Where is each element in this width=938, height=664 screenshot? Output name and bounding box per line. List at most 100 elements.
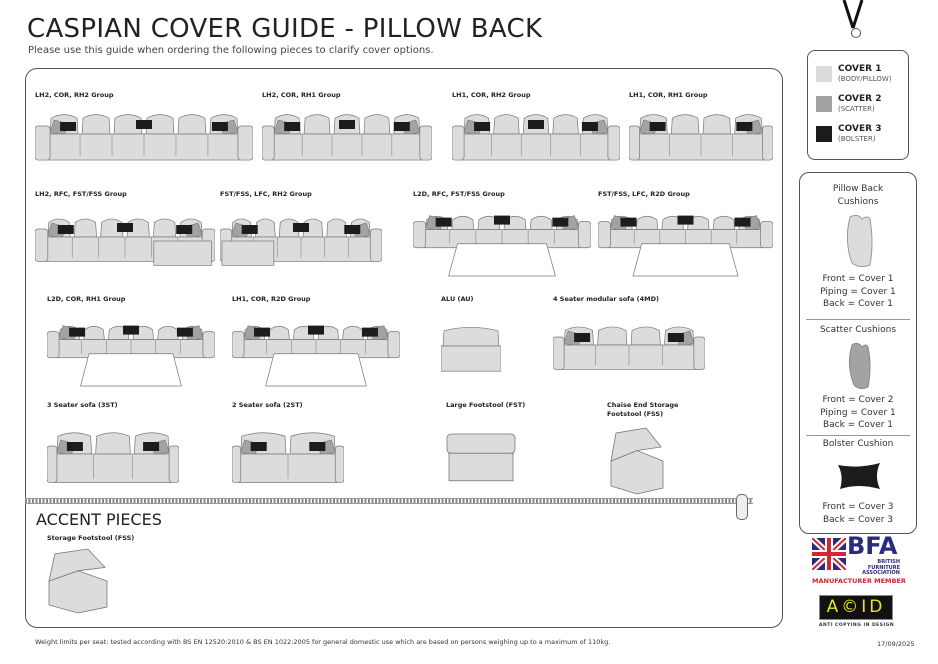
- sofa-illustration: [262, 114, 432, 161]
- sofa-illustration: [35, 114, 253, 161]
- bolster-cushion: [574, 333, 591, 342]
- piece-label: LH2, COR, RH1 Group: [262, 91, 341, 99]
- sofa-illustration: [452, 114, 620, 161]
- pillow-cushion-icon: [846, 214, 873, 268]
- cover-2-swatch: [816, 96, 832, 112]
- back-cushion: [177, 114, 207, 135]
- sofa-arm: [553, 336, 565, 370]
- tag-hole-icon: [851, 28, 861, 38]
- back-cushion: [451, 215, 475, 230]
- back-cushion: [493, 114, 520, 135]
- bolster-cushion: [308, 325, 324, 335]
- bolster-cushion: [211, 122, 228, 131]
- cover-2-legend: COVER 2(SCATTER): [816, 94, 881, 114]
- cushion-spec: Piping = Cover 1: [820, 407, 896, 418]
- cover-3-legend: COVER 3(BOLSTER): [816, 124, 881, 144]
- bfa-logo-subtext: BRITISH FURNITURE ASSOCIATION: [862, 559, 900, 576]
- sofa-arm: [232, 331, 245, 359]
- cover-sub: (BODY/PILLOW): [838, 75, 892, 83]
- union-flag-logo: [812, 538, 846, 570]
- cover-1-swatch: [816, 66, 832, 82]
- bolster-cushion: [293, 223, 309, 232]
- cushion-title: Bolster Cushion: [822, 439, 894, 449]
- divider: [806, 319, 910, 320]
- piece-label: LH2, COR, RH2 Group: [35, 91, 114, 99]
- back-cushion: [153, 218, 177, 238]
- sofa-arm: [607, 125, 620, 161]
- bfa-member-text: MANUFACTURER MEMBER: [812, 577, 906, 585]
- storage-footstool-illustration: [610, 427, 664, 495]
- bolster-cushion: [435, 217, 452, 227]
- bolster-cushion: [736, 122, 753, 131]
- sofa-seat: [271, 133, 423, 161]
- bfa-logo-text: BFA: [847, 532, 898, 560]
- acid-logo: A©ID: [819, 595, 893, 620]
- sofa-arm: [598, 221, 611, 249]
- back-cushion: [529, 215, 553, 230]
- weight-note: Weight limits per seat: tested according…: [35, 638, 611, 646]
- piece-label: FST/FSS, LFC, R2D Group: [598, 190, 690, 198]
- tag-string-icon: [842, 0, 864, 29]
- sofabed-illustration: [598, 215, 773, 277]
- sofa-arm: [334, 445, 344, 483]
- bolster-cushion: [57, 225, 74, 234]
- cover-1-legend: COVER 1(BODY/PILLOW): [816, 64, 892, 84]
- bed-mattress: [265, 353, 367, 387]
- sofa-arm: [168, 445, 179, 483]
- bolster-cushion: [241, 225, 258, 234]
- cushion-spec: Front = Cover 2: [822, 395, 894, 405]
- piece-label: LH1, COR, R2D Group: [232, 295, 311, 303]
- footstool-base: [448, 452, 514, 482]
- bolster-cushion: [677, 215, 694, 225]
- cushion-spec: Front = Cover 1: [822, 274, 894, 284]
- cover-name: COVER 2: [838, 94, 882, 104]
- sofa-illustration: [220, 218, 382, 266]
- back-cushion: [702, 114, 732, 135]
- sofa-arm: [47, 445, 58, 483]
- bolster-cushion: [581, 122, 598, 131]
- bolster-cushion: [309, 442, 326, 451]
- back-cushion: [157, 325, 179, 340]
- sofa-arm: [237, 125, 253, 161]
- bed-mattress: [80, 353, 182, 387]
- cover-name: COVER 3: [838, 124, 882, 134]
- bolster-cushion: [344, 225, 361, 234]
- footstool-top: [446, 433, 516, 454]
- sofa-arm: [387, 331, 400, 359]
- piece-label: L2D, COR, RH1 Group: [47, 295, 126, 303]
- back-cushion: [712, 215, 736, 230]
- bolster-cushion: [284, 122, 301, 131]
- back-cushion: [255, 218, 276, 238]
- bolster-cushion: [649, 122, 666, 131]
- back-cushion: [630, 326, 661, 346]
- sofabed-illustration: [47, 325, 215, 387]
- sofa-seat: [461, 133, 611, 161]
- bolster-cushion: [361, 327, 378, 337]
- back-cushion: [670, 114, 700, 135]
- cover-name: COVER 1: [838, 64, 882, 74]
- acid-logo-subtext: ANTI COPYING IN DESIGN: [819, 623, 895, 628]
- page-title: CASPIAN COVER GUIDE - PILLOW BACK: [27, 14, 543, 44]
- sofa-arm: [629, 125, 640, 161]
- cushion-title: Scatter Cushions: [819, 325, 897, 335]
- bolster-cushion: [494, 215, 510, 225]
- cushion-spec: Back = Cover 1: [822, 420, 894, 430]
- cover-sub: (SCATTER): [838, 105, 875, 113]
- bolster-cushion: [123, 325, 139, 335]
- piece-label: 3 Seater sofa (3ST): [47, 401, 118, 409]
- cushion-spec: Back = Cover 1: [822, 299, 894, 309]
- bolster-cushion: [69, 327, 86, 337]
- chaise: [153, 240, 212, 266]
- accent-title: ACCENT PIECES: [36, 510, 162, 529]
- sofa-illustration: [35, 218, 215, 266]
- piece-label: LH2, RFC, FST/FSS Group: [35, 190, 127, 198]
- date: 17/09/2025: [877, 640, 915, 648]
- sofa-arm: [762, 125, 773, 161]
- sofabed-illustration: [232, 325, 400, 387]
- back-cushion: [326, 218, 347, 238]
- piece-label: Storage Footstool (FSS): [47, 534, 135, 542]
- bed-mattress: [448, 243, 556, 277]
- piece-label: LH1, COR, RH2 Group: [452, 91, 531, 99]
- zip-pull-icon: [736, 494, 748, 520]
- footstool-lid: [48, 548, 106, 582]
